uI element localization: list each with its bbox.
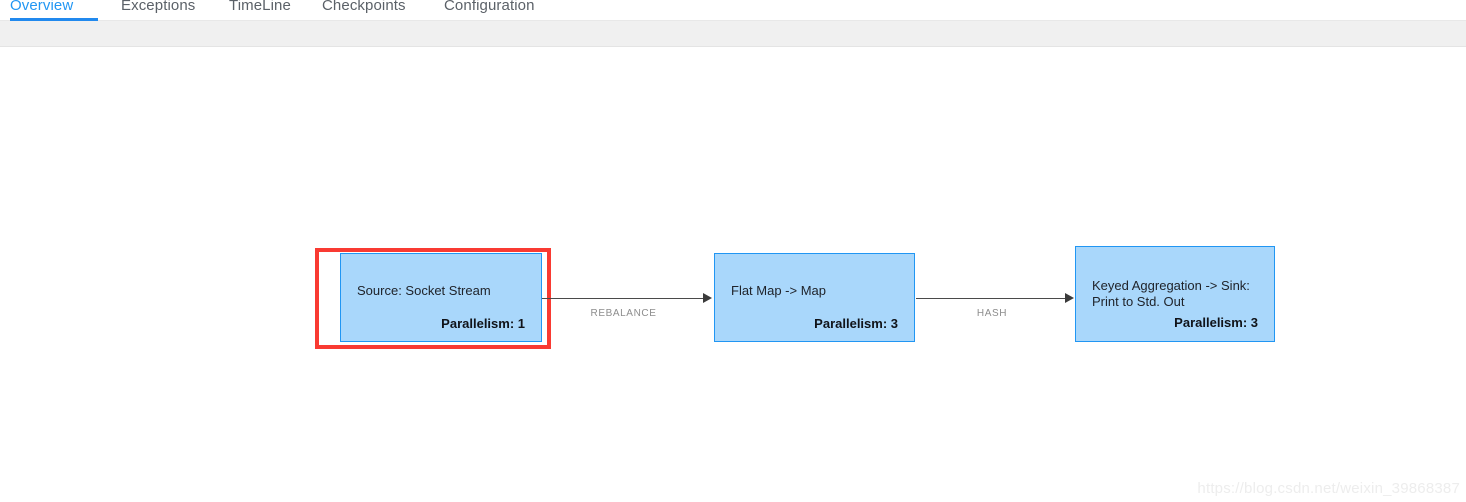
graph-node-flat-map-map[interactable]: Flat Map -> Map Parallelism: 3 bbox=[714, 253, 915, 342]
node-title: Source: Socket Stream bbox=[357, 283, 491, 298]
tab-checkpoints[interactable]: Checkpoints bbox=[322, 0, 406, 14]
watermark: https://blog.csdn.net/weixin_39868387 bbox=[1197, 480, 1460, 497]
node-parallelism: Parallelism: 3 bbox=[1174, 315, 1258, 330]
tab-overview[interactable]: Overview bbox=[10, 0, 74, 14]
arrow-right-icon bbox=[703, 293, 712, 303]
graph-edge-line bbox=[916, 298, 1068, 299]
node-parallelism: Parallelism: 3 bbox=[814, 316, 898, 331]
tab-bar: Overview Exceptions TimeLine Checkpoints… bbox=[0, 0, 1466, 21]
tab-configuration[interactable]: Configuration bbox=[444, 0, 535, 14]
graph-edge-label-rebalance: REBALANCE bbox=[590, 308, 657, 319]
graph-node-keyed-aggregation-sink[interactable]: Keyed Aggregation -> Sink: Print to Std.… bbox=[1075, 246, 1275, 342]
arrow-right-icon bbox=[1065, 293, 1074, 303]
graph-node-source-socket-stream[interactable]: Source: Socket Stream Parallelism: 1 bbox=[340, 253, 542, 342]
tab-exceptions[interactable]: Exceptions bbox=[121, 0, 196, 14]
active-tab-indicator bbox=[10, 18, 98, 21]
job-graph-canvas[interactable]: Source: Socket Stream Parallelism: 1 REB… bbox=[0, 47, 1466, 502]
node-title: Flat Map -> Map bbox=[731, 283, 827, 298]
graph-edge-label-hash: HASH bbox=[976, 308, 1008, 319]
node-title: Keyed Aggregation -> Sink: Print to Std.… bbox=[1092, 278, 1250, 309]
toolbar-band bbox=[0, 21, 1466, 47]
node-parallelism: Parallelism: 1 bbox=[441, 316, 525, 331]
graph-edge-line bbox=[542, 298, 705, 299]
tab-timeline[interactable]: TimeLine bbox=[229, 0, 291, 14]
